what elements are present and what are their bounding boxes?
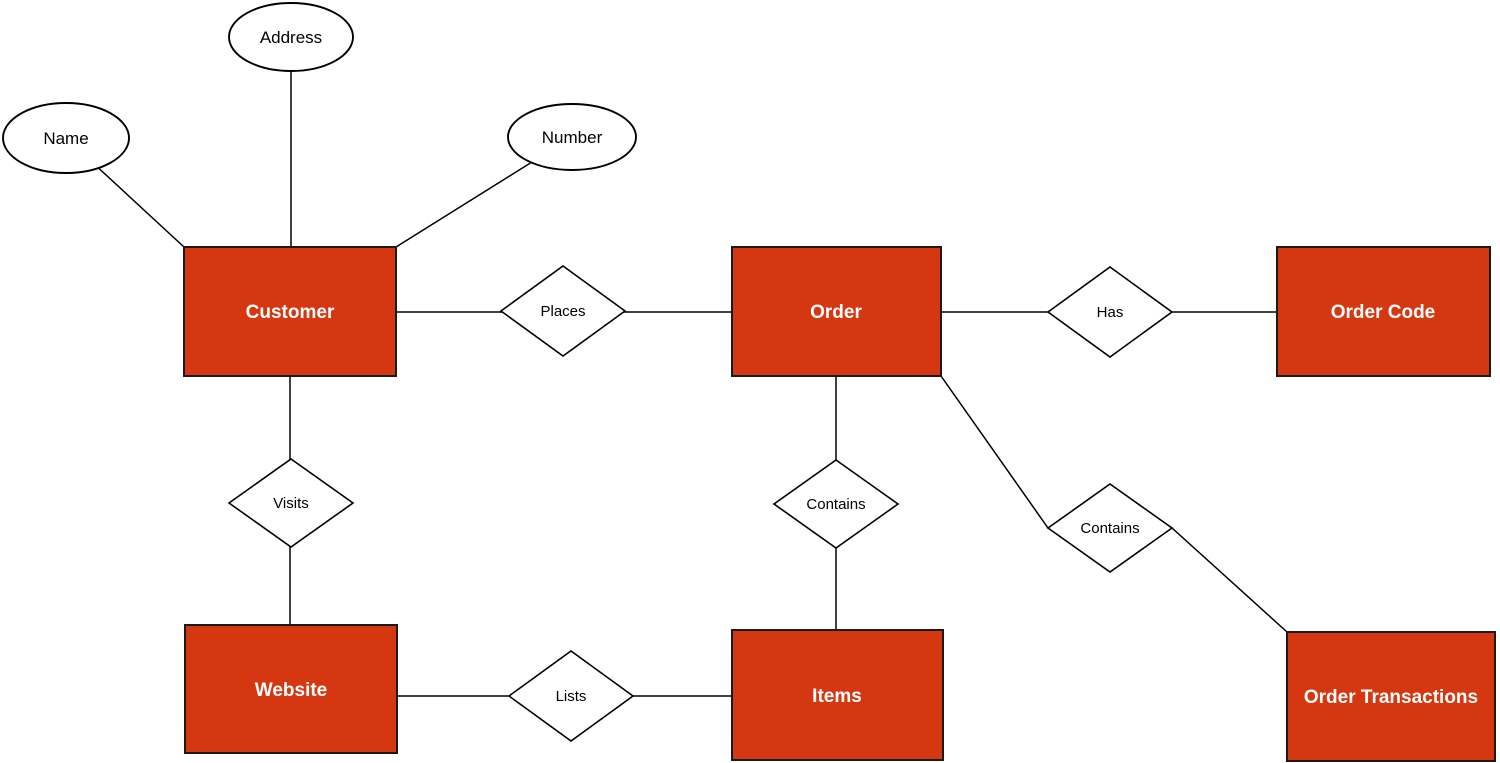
entity-website-label: Website bbox=[255, 680, 328, 701]
attribute-address[interactable]: Address bbox=[228, 2, 354, 72]
entity-items-shape bbox=[731, 629, 944, 761]
relationship-has[interactable]: Has bbox=[1046, 266, 1174, 358]
relationship-contains-order-items-shape bbox=[772, 459, 900, 549]
relationship-visits-label: Visits bbox=[273, 495, 309, 512]
attribute-number[interactable]: Number bbox=[507, 103, 637, 171]
relationship-contains-order-items[interactable]: Contains bbox=[772, 459, 900, 549]
relationship-has-label: Has bbox=[1097, 304, 1124, 321]
entity-order-label: Order bbox=[810, 302, 862, 323]
attribute-name-shape bbox=[2, 102, 130, 174]
entity-order-transactions[interactable]: Order Transactions bbox=[1286, 631, 1496, 762]
entity-order-code[interactable]: Order Code bbox=[1276, 246, 1491, 377]
relationship-contains-order-transactions-label: Contains bbox=[1080, 520, 1139, 537]
relationship-places-shape bbox=[499, 265, 627, 357]
relationship-lists-label: Lists bbox=[556, 688, 587, 705]
relationship-contains-order-items-label: Contains bbox=[806, 496, 865, 513]
entity-order-code-shape bbox=[1276, 246, 1491, 377]
attribute-name-label: Name bbox=[43, 129, 88, 148]
entity-items-label: Items bbox=[812, 686, 862, 707]
entity-customer-shape bbox=[183, 246, 397, 377]
relationship-visits-shape bbox=[227, 458, 355, 548]
entity-customer-label: Customer bbox=[246, 302, 335, 323]
entity-order[interactable]: Order bbox=[731, 246, 942, 377]
relationship-places-label: Places bbox=[540, 303, 585, 320]
attribute-name[interactable]: Name bbox=[2, 102, 130, 174]
attribute-address-shape bbox=[228, 2, 354, 72]
relationship-lists-shape bbox=[507, 650, 635, 742]
entity-order-shape bbox=[731, 246, 942, 377]
attribute-number-label: Number bbox=[542, 128, 603, 147]
entity-items[interactable]: Items bbox=[731, 629, 944, 761]
attribute-number-shape bbox=[507, 103, 637, 171]
entity-customer[interactable]: Customer bbox=[183, 246, 397, 377]
entity-order-transactions-label: Order Transactions bbox=[1304, 687, 1478, 708]
entity-website[interactable]: Website bbox=[184, 624, 398, 754]
relationship-contains-order-transactions[interactable]: Contains bbox=[1046, 483, 1174, 573]
relationship-contains-order-transactions-shape bbox=[1046, 483, 1174, 573]
entity-order-code-label: Order Code bbox=[1331, 302, 1436, 323]
relationship-has-shape bbox=[1046, 266, 1174, 358]
relationship-lists[interactable]: Lists bbox=[507, 650, 635, 742]
attribute-address-label: Address bbox=[260, 28, 322, 47]
relationship-places[interactable]: Places bbox=[499, 265, 627, 357]
entity-order-transactions-shape bbox=[1286, 631, 1496, 762]
entity-website-shape bbox=[184, 624, 398, 754]
relationship-visits[interactable]: Visits bbox=[227, 458, 355, 548]
